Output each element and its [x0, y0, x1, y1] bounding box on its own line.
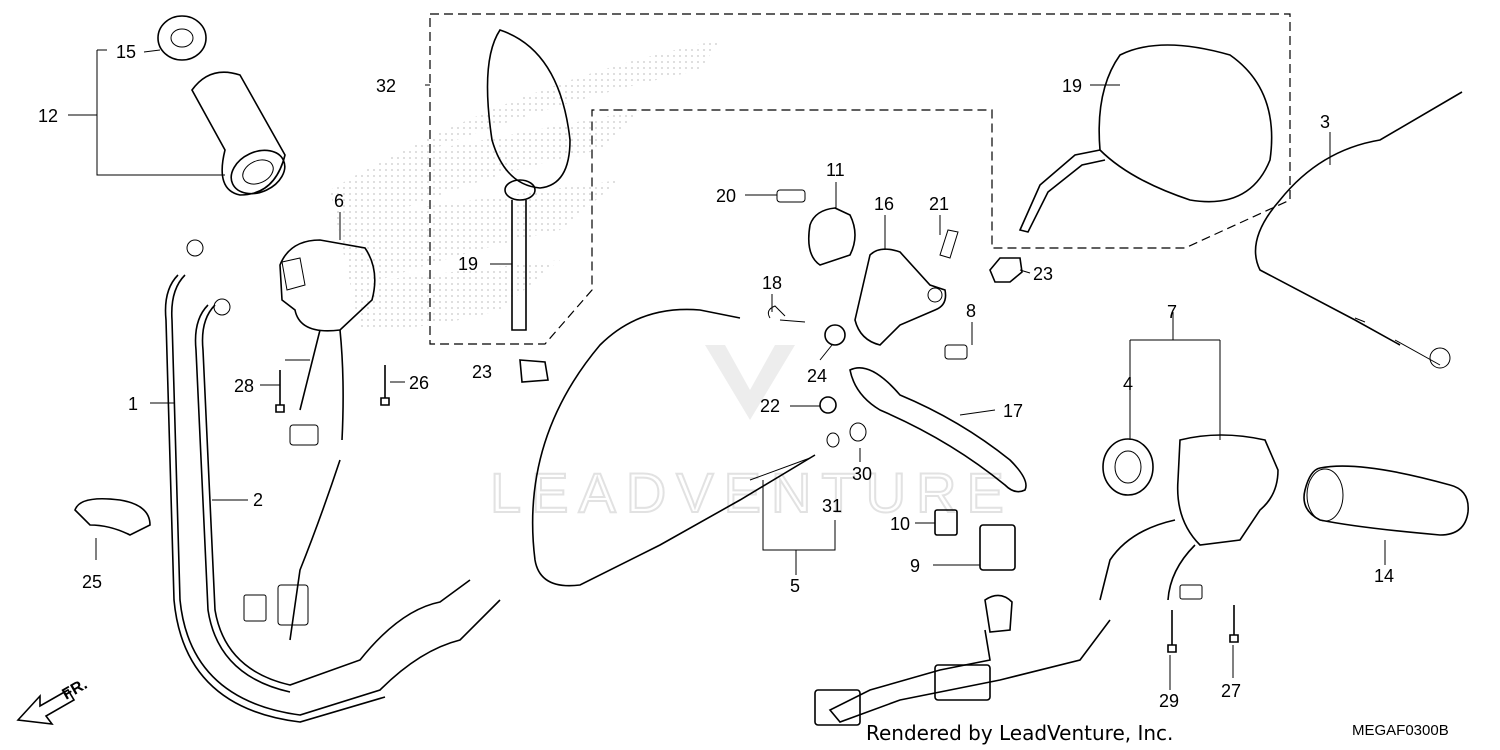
callout-2: 2 [253, 490, 263, 510]
callout-15: 15 [116, 42, 136, 62]
callout-20: 20 [716, 186, 736, 206]
render-credit: Rendered by LeadVenture, Inc. [866, 721, 1173, 745]
cable-band [74, 497, 151, 536]
callout-9: 9 [910, 556, 920, 576]
grip-left [157, 15, 286, 196]
callout-7: 7 [1167, 302, 1177, 322]
callout-27: 27 [1221, 681, 1241, 701]
callout-28: 28 [234, 376, 254, 396]
callout-10: 10 [890, 514, 910, 534]
throttle-cables [164, 239, 501, 723]
callout-11: 11 [826, 160, 845, 180]
callout-23-right: 23 [1033, 264, 1053, 284]
mirror-assembly-outline [429, 13, 1291, 345]
front-arrow-icon [16, 688, 76, 726]
v-logo-watermark [705, 345, 795, 420]
left-handlebar-switch [243, 239, 376, 641]
callout-14: 14 [1374, 566, 1394, 586]
callout-6: 6 [334, 191, 344, 211]
clutch-cable [1254, 91, 1463, 369]
callout-23-left: 23 [472, 362, 492, 382]
electrical-parts [814, 434, 1469, 726]
diagram-code: MEGAF0300B [1352, 722, 1449, 739]
callout-12: 12 [38, 106, 58, 126]
callout-3: 3 [1320, 112, 1330, 132]
callout-18: 18 [762, 273, 782, 293]
callout-24: 24 [807, 366, 827, 386]
screws [275, 365, 1239, 653]
callout-19-right: 19 [1062, 76, 1082, 96]
callout-25: 25 [82, 572, 102, 592]
callout-21: 21 [929, 194, 949, 214]
choke-cable [531, 308, 816, 587]
brand-watermark: LEADVENTURE [490, 461, 1014, 524]
callout-26: 26 [409, 373, 429, 393]
watermark: LEADVENTURE [330, 40, 1014, 525]
leader-lines [68, 49, 1386, 690]
callout-17: 17 [1003, 401, 1023, 421]
callout-29: 29 [1159, 691, 1179, 711]
wing-watermark [330, 40, 720, 330]
mirror-left [486, 29, 571, 331]
mirror-right [1018, 44, 1273, 233]
callout-30: 30 [852, 464, 872, 484]
lever-assembly [519, 189, 1027, 493]
callout-8: 8 [966, 301, 976, 321]
callout-1: 1 [128, 394, 138, 414]
callout-4: 4 [1123, 374, 1133, 394]
callout-5: 5 [790, 576, 800, 596]
callouts: 1 2 3 4 5 6 7 8 9 10 11 12 14 15 16 17 1… [38, 42, 1394, 711]
front-direction-indicator: FR. [16, 676, 90, 726]
callout-32: 32 [376, 76, 396, 96]
callout-16: 16 [874, 194, 894, 214]
callout-31: 31 [822, 496, 842, 516]
callout-22: 22 [760, 396, 780, 416]
callout-19-left: 19 [458, 254, 478, 274]
